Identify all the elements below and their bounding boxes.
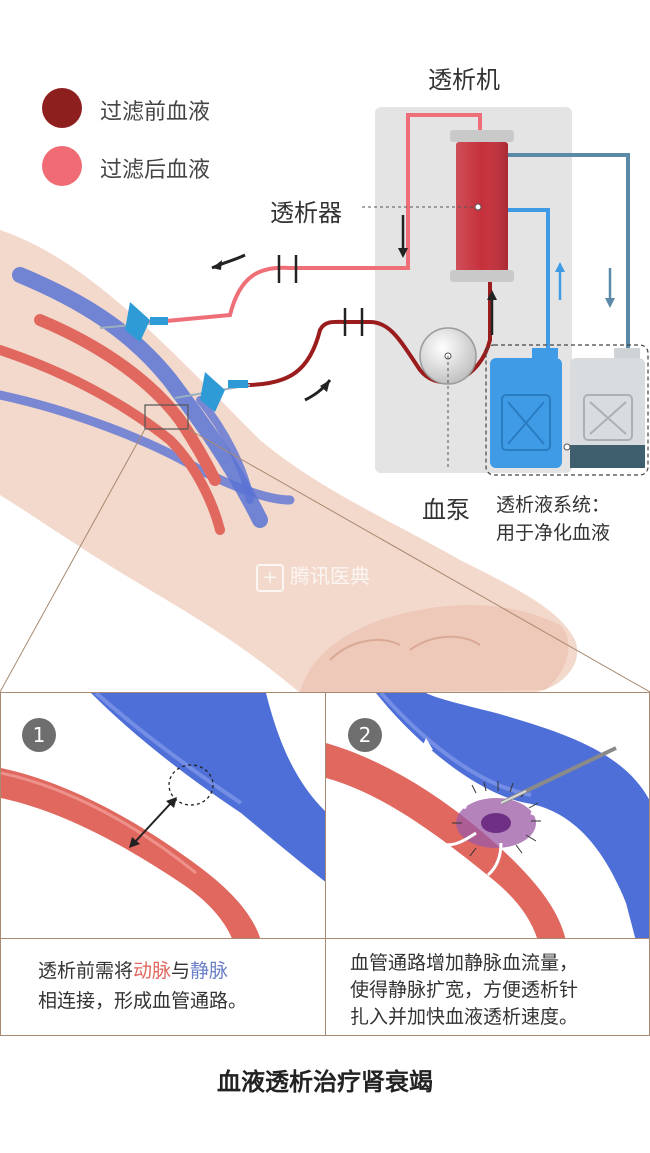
pump-label: 血泵 [422, 496, 470, 524]
panel-1-vein [91, 693, 325, 882]
panel-1-caption: 透析前需将动脉与静脉 相连接，形成血管通路。 [38, 956, 318, 1016]
panel-1-target-marker [168, 764, 214, 806]
used-dialysate-jug [570, 348, 645, 468]
panel-1-caption-artery: 动脉 [133, 960, 172, 982]
arm-vein-upper [12, 267, 268, 528]
watermark-text: 腾讯医典 [290, 564, 370, 588]
legend-post-filter-dot [42, 146, 82, 186]
panel-2-illustration [326, 693, 649, 939]
machine-title: 透析机 [428, 66, 500, 94]
page-title: 血液透析治疗肾衰竭 [217, 1068, 433, 1096]
dialysate-system-box [485, 344, 649, 476]
medical-cross-icon: + [256, 564, 284, 592]
legend-pre-filter-label: 过滤前血液 [100, 100, 211, 125]
draw-tube-connector [343, 308, 364, 336]
dialysis-illustration [0, 107, 650, 693]
panel-2-caption: 血管通路增加静脉血流量， 使得静脉扩宽，方便透析针 扎入并加快血液透析速度。 [350, 950, 645, 1031]
dialysate-label-line1: 透析液系统： [496, 494, 611, 516]
dialyzer-cap-top [450, 130, 514, 142]
dialyzer-label: 透析器 [270, 199, 342, 227]
watermark: +腾讯医典 [256, 560, 370, 592]
panel-1-number-badge: 1 [22, 718, 56, 752]
dialysate-label-line2: 用于净化血液 [496, 522, 611, 544]
panel-2-image [325, 692, 650, 940]
dialyzer-cap-bottom [450, 270, 514, 282]
legend-pre-filter-dot [42, 88, 82, 128]
panel-2-number-badge: 2 [348, 718, 382, 752]
panel-1-caption-and: 与 [171, 960, 191, 982]
panel-1-caption-box [0, 938, 326, 1036]
hand [300, 605, 569, 693]
panel-1-artery [1, 768, 261, 939]
panel-2-caption-box [325, 938, 650, 1036]
focus-region-marker [144, 404, 189, 430]
legend-post-filter-label: 过滤后血液 [100, 158, 211, 183]
dialysate-out-tube [508, 153, 630, 350]
dialysate-in-tube [508, 208, 550, 350]
arm-artery-lower [0, 345, 225, 535]
return-tube [144, 113, 482, 325]
arm-artery-upper [34, 314, 221, 486]
panel-1-illustration [1, 693, 325, 939]
panel-2-artery [326, 743, 566, 939]
panel-1-caption-line2: 相连接，形成血管通路。 [38, 990, 248, 1012]
panel-1-caption-prefix: 透析前需将 [38, 960, 134, 982]
fresh-dialysate-jug [490, 348, 562, 468]
panel-1-caption-vein: 静脉 [190, 960, 229, 982]
panel-2-caption-line2: 使得静脉扩宽，方便透析针 [350, 979, 579, 1001]
return-needle [99, 302, 168, 342]
return-tube-connector [277, 255, 298, 283]
draw-needle [174, 372, 251, 412]
panel-2-caption-line3: 扎入并加快血液透析速度。 [350, 1006, 579, 1028]
panel-2-caption-line1: 血管通路增加静脉血流量， [350, 952, 579, 974]
